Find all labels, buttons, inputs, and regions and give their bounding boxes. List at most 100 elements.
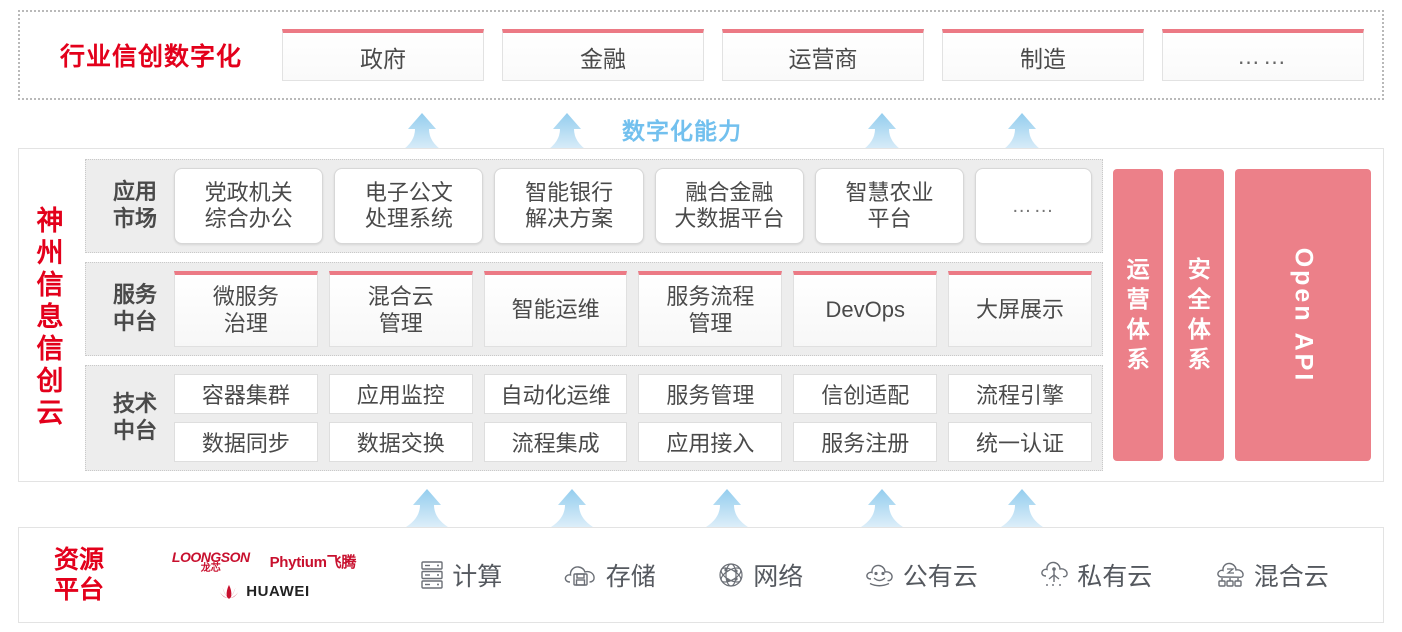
technical-platform-row-2: 数据同步 数据交换 流程集成 应用接入 服务注册 统一认证 <box>174 422 1092 462</box>
cloud-title-char-2: 州 <box>36 238 64 269</box>
industry-box-operator[interactable]: 运营商 <box>722 29 924 81</box>
resource-arrow-up-4 <box>855 488 909 528</box>
industry-box-manufacturing[interactable]: 制造 <box>942 29 1144 81</box>
svc-cell-microservice-governance[interactable]: 微服务治理 <box>174 271 318 348</box>
top-arrow-strip: 数字化能力 <box>0 108 1402 152</box>
loongson-logo-cn: 龙芯 <box>200 562 221 574</box>
tier-column: 应用 市场 党政机关综合办公 电子公文处理系统 智能银行解决方案 融合金融大数据… <box>85 159 1103 471</box>
private-cloud-icon <box>1038 560 1070 590</box>
cloud-panel-body: 应用 市场 党政机关综合办公 电子公文处理系统 智能银行解决方案 融合金融大数据… <box>81 149 1383 481</box>
pillar-security-label: 安 全 体 系 <box>1188 255 1211 375</box>
tech-cell-process-integration[interactable]: 流程集成 <box>483 422 628 462</box>
resource-arrow-up-3 <box>700 488 754 528</box>
cloud-title-char-6: 创 <box>36 365 64 396</box>
tech-cell-container-cluster[interactable]: 容器集群 <box>174 374 318 415</box>
bottom-arrow-strip <box>0 484 1402 528</box>
industry-box-more[interactable]: …… <box>1162 29 1364 81</box>
tech-cell-service-management[interactable]: 服务管理 <box>638 374 783 415</box>
resource-arrow-up-2 <box>545 488 599 528</box>
resource-item-public-cloud[interactable]: 公有云 <box>864 557 978 593</box>
app-cell-line-2: 综合办公 <box>204 206 293 232</box>
industry-box-list: 政府 金融 运营商 制造 …… <box>282 29 1382 81</box>
svc-cell-hybrid-cloud-management[interactable]: 混合云管理 <box>328 271 473 348</box>
phytium-logo: Phytium飞腾 <box>269 554 357 571</box>
huawei-logo-text: HUAWEI <box>246 583 310 600</box>
cloud-title-char-4: 息 <box>36 302 64 333</box>
pillar-operations-system[interactable]: 运 营 体 系 <box>1113 169 1164 461</box>
svc-cell-line-1: 服务流程 <box>666 284 755 310</box>
tech-cell-service-registry[interactable]: 服务注册 <box>793 422 938 462</box>
app-cell-government-office[interactable]: 党政机关综合办公 <box>174 168 324 245</box>
svc-cell-devops[interactable]: DevOps <box>793 271 938 348</box>
app-cell-more[interactable]: …… <box>975 168 1093 245</box>
resource-item-network[interactable]: 网络 <box>716 557 803 593</box>
tier-service-platform: 服务 中台 微服务治理 混合云管理 智能运维 服务流程管理 DevOps 大屏展 <box>85 262 1103 357</box>
technical-platform-row-1: 容器集群 应用监控 自动化运维 服务管理 信创适配 流程引擎 <box>174 374 1092 415</box>
cloud-storage-icon <box>563 561 599 589</box>
app-cell-line-2: 平台 <box>867 206 912 232</box>
pillar-open-api-label: Open API <box>1289 247 1318 383</box>
app-cell-smart-bank[interactable]: 智能银行解决方案 <box>494 168 644 245</box>
tier-label-line-1: 应用 <box>112 179 157 205</box>
tier-label-line-2: 中台 <box>112 418 157 444</box>
shenzhou-cloud-panel: 神 州 信 息 信 创 云 应用 市场 党政机关综合办公 电子公文处理系统 <box>18 148 1384 482</box>
huawei-flower-icon <box>218 583 240 601</box>
tech-cell-process-engine[interactable]: 流程引擎 <box>948 374 1092 415</box>
tier-label-service-platform: 服务 中台 <box>96 282 174 336</box>
industry-box-government[interactable]: 政府 <box>282 29 484 81</box>
resource-item-compute[interactable]: 计算 <box>419 557 502 593</box>
pillar-operations-label: 运 营 体 系 <box>1127 255 1150 375</box>
industry-box-finance[interactable]: 金融 <box>502 29 704 81</box>
tier-label-application-market: 应用 市场 <box>96 179 174 233</box>
technical-platform-grid: 容器集群 应用监控 自动化运维 服务管理 信创适配 流程引擎 数据同步 数据交换… <box>174 374 1092 462</box>
resource-item-list: 计算 存储 <box>389 557 1383 593</box>
resource-item-storage[interactable]: 存储 <box>563 557 656 593</box>
resource-item-private-cloud[interactable]: 私有云 <box>1038 557 1152 593</box>
app-cell-line-2: 解决方案 <box>525 206 614 232</box>
flow-arrow-up-4 <box>995 112 1049 152</box>
industry-band: 行业信创数字化 政府 金融 运营商 制造 …… <box>18 10 1384 100</box>
tech-cell-unified-auth[interactable]: 统一认证 <box>948 422 1092 462</box>
app-cell-line-1: 党政机关 <box>204 179 293 205</box>
app-cell-line-1: 智慧农业 <box>845 179 934 205</box>
resource-item-label: 私有云 <box>1077 563 1153 591</box>
tier-label-technical-platform: 技术 中台 <box>96 391 174 445</box>
app-cell-line-2: 大数据平台 <box>674 206 785 232</box>
tier-label-line-1: 服务 <box>112 282 157 308</box>
resource-platform-title: 资源 平台 <box>19 545 139 605</box>
tier-technical-platform: 技术 中台 容器集群 应用监控 自动化运维 服务管理 信创适配 流程引擎 数据同… <box>85 365 1103 471</box>
svc-cell-service-process-management[interactable]: 服务流程管理 <box>638 271 783 348</box>
pillar-char-4: 系 <box>1187 345 1211 372</box>
flow-arrow-up-3 <box>855 112 909 152</box>
pillar-open-api[interactable]: Open API <box>1235 169 1371 461</box>
pillar-char-4: 系 <box>1126 345 1150 372</box>
resource-item-hybrid-cloud[interactable]: 混合云 <box>1213 557 1329 593</box>
tech-cell-data-exchange[interactable]: 数据交换 <box>328 422 473 462</box>
pillar-char-1: 安 <box>1187 256 1211 283</box>
resource-item-label: 存储 <box>605 563 656 591</box>
app-cell-edoc-system[interactable]: 电子公文处理系统 <box>334 168 484 245</box>
resource-item-label: 混合云 <box>1253 563 1329 591</box>
svc-cell-intelligent-ops[interactable]: 智能运维 <box>483 271 628 348</box>
tech-cell-app-monitoring[interactable]: 应用监控 <box>328 374 473 415</box>
tech-cell-xinchuang-adaptation[interactable]: 信创适配 <box>793 374 938 415</box>
tech-cell-app-access[interactable]: 应用接入 <box>638 422 783 462</box>
digital-capability-label: 数字化能力 <box>622 118 742 144</box>
service-platform-cells: 微服务治理 混合云管理 智能运维 服务流程管理 DevOps 大屏展示 <box>174 271 1092 348</box>
svc-cell-large-screen-display[interactable]: 大屏展示 <box>948 271 1092 348</box>
pillar-char-3: 体 <box>1187 316 1211 342</box>
resource-item-label: 公有云 <box>902 563 978 591</box>
public-cloud-icon <box>864 561 896 589</box>
tier-label-line-2: 市场 <box>112 206 157 232</box>
app-cell-smart-agriculture[interactable]: 智慧农业平台 <box>814 168 965 245</box>
app-cell-line-2: 处理系统 <box>364 206 453 232</box>
tech-cell-data-sync[interactable]: 数据同步 <box>174 422 318 462</box>
cloud-title-char-3: 信 <box>36 270 64 301</box>
pillar-security-system[interactable]: 安 全 体 系 <box>1174 169 1225 461</box>
app-cell-finance-bigdata[interactable]: 融合金融大数据平台 <box>654 168 804 245</box>
tech-cell-automated-ops[interactable]: 自动化运维 <box>483 374 628 415</box>
vendor-logo-group: LOONGSON 龙芯 Phytium飞腾 HUAWEI <box>139 550 389 601</box>
resource-platform-panel: 资源 平台 LOONGSON 龙芯 Phytium飞腾 <box>18 527 1384 623</box>
resource-title-line-2: 平台 <box>53 576 104 604</box>
svc-cell-line-2: 治理 <box>223 310 268 336</box>
